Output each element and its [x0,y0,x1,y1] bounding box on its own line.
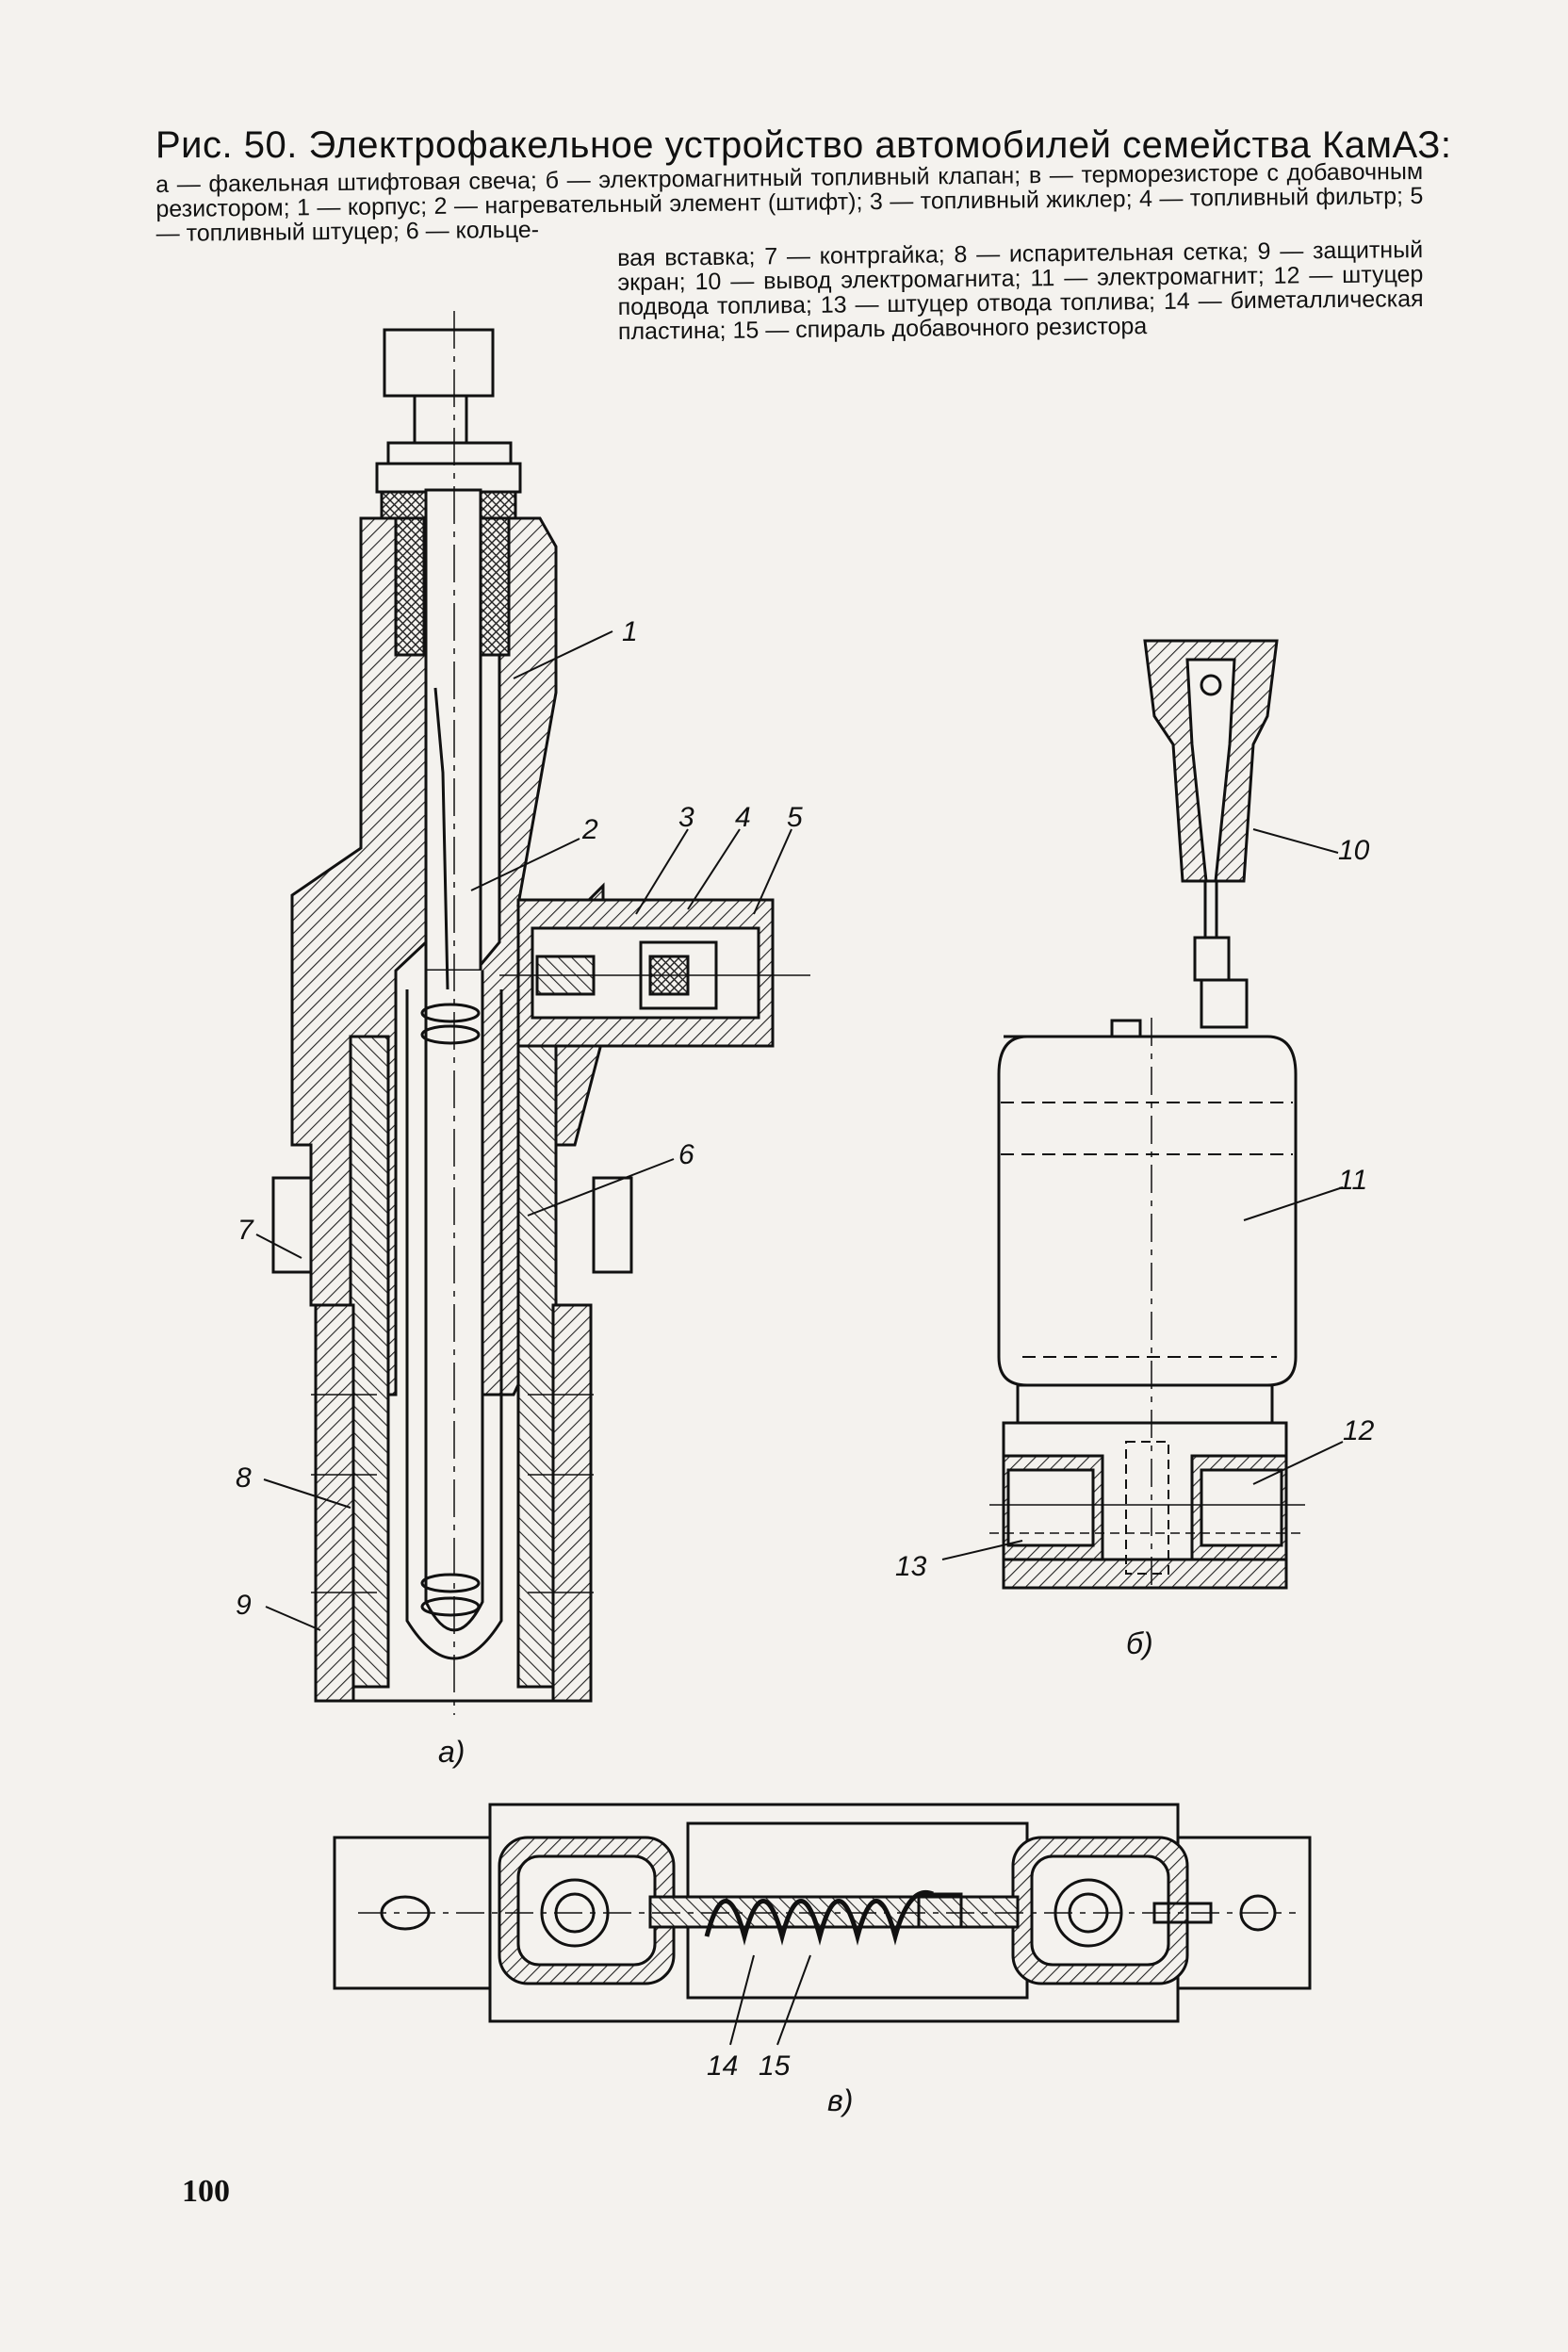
label-13: 13 [895,1551,927,1582]
label-9: 9 [236,1590,252,1621]
label-12: 12 [1343,1415,1375,1446]
label-8: 8 [236,1462,252,1494]
label-14: 14 [707,2050,738,2082]
subfigure-labels: а) б) в) [438,1626,1153,2117]
label-11: 11 [1338,1165,1367,1196]
part-labels: 1 2 3 4 5 6 7 8 9 10 11 12 13 14 15 [236,616,1375,2082]
figure-caption-title: Рис. 50. Электрофакельное устройство авт… [155,124,1452,166]
label-5: 5 [787,802,803,833]
subfigure-label-c: в) [827,2083,853,2117]
label-2: 2 [581,814,598,845]
label-1: 1 [622,616,638,647]
label-7: 7 [237,1215,254,1246]
subfigure-label-a: а) [438,1735,465,1769]
thermoresistor-drawing [333,1803,1312,2046]
label-10: 10 [1338,835,1370,866]
label-6: 6 [678,1139,694,1170]
glow-plug-drawing [255,311,810,1715]
label-15: 15 [759,2050,791,2082]
page-number: 100 [182,2174,230,2209]
label-3: 3 [678,802,694,833]
subfigure-label-b: б) [1126,1626,1153,1660]
solenoid-valve-drawing [941,639,1344,1592]
label-4: 4 [735,802,751,833]
